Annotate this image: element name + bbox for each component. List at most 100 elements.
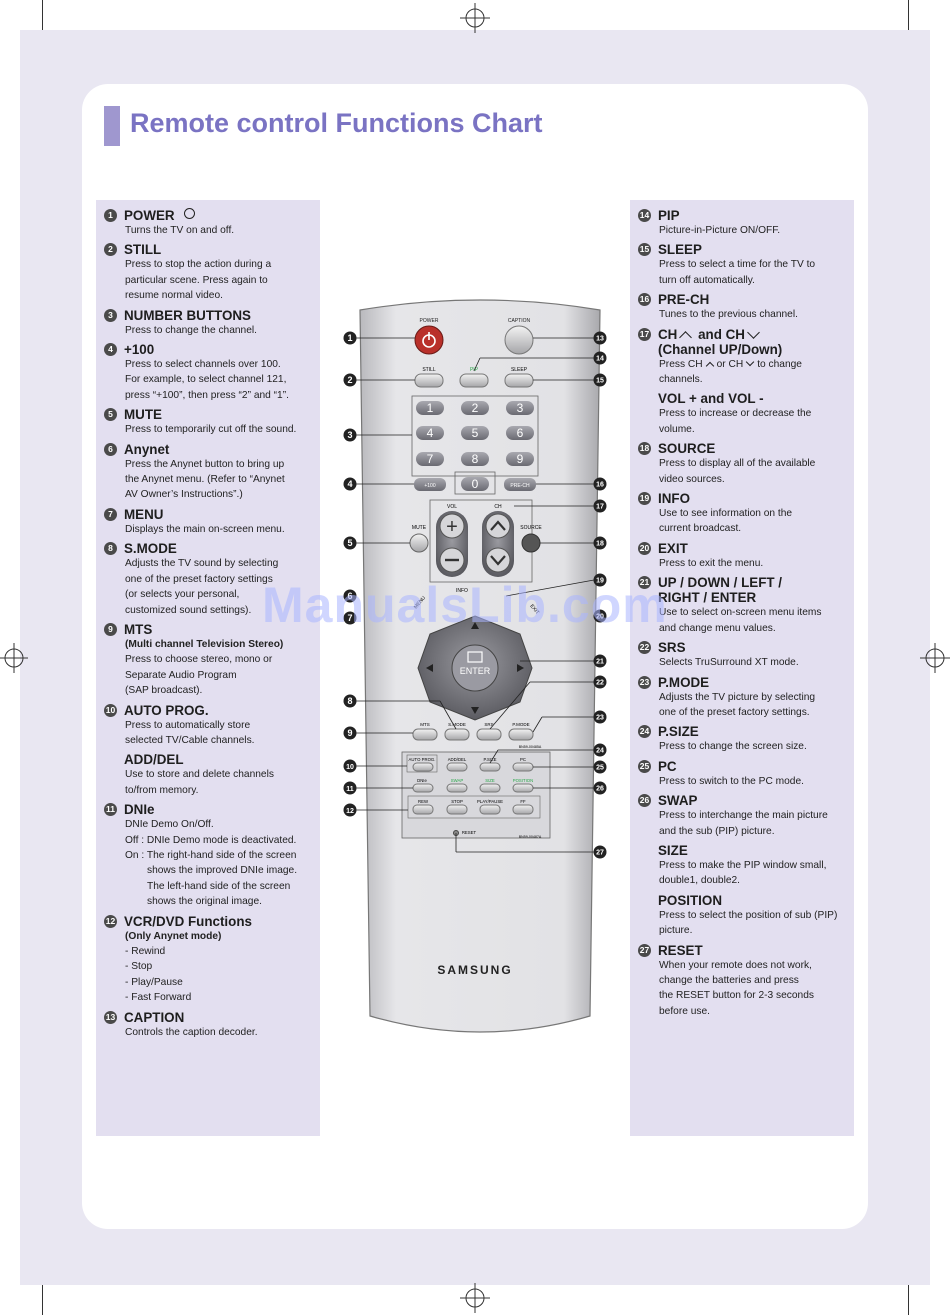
item-desc: On : The right-hand side of the screen bbox=[125, 848, 312, 863]
pip-button[interactable] bbox=[460, 374, 488, 387]
item-heading: PRE-CH bbox=[658, 292, 709, 307]
item-heading: VCR/DVD Functions bbox=[124, 914, 252, 929]
item-desc: DNIe Demo On/Off. bbox=[125, 817, 312, 832]
item-desc: Use to see information on the bbox=[659, 506, 846, 521]
item-heading: and CH bbox=[698, 327, 745, 342]
autoprog-label: AUTO PROG. bbox=[409, 757, 436, 762]
item-heading: ADD/DEL bbox=[124, 752, 184, 767]
mute-button[interactable] bbox=[410, 534, 428, 552]
registration-mark bbox=[460, 3, 490, 33]
item-desc: - Play/Pause bbox=[125, 975, 312, 990]
item-desc: Controls the caption decoder. bbox=[125, 1025, 312, 1040]
callout-number: 25 bbox=[596, 765, 604, 772]
prech-label: PRE-CH bbox=[510, 483, 530, 489]
item-heading: POSITION bbox=[658, 893, 722, 908]
pmode-label: P.MODE bbox=[512, 722, 529, 727]
mts-label: MTS bbox=[420, 722, 430, 727]
entry-ch-up-down: 17CH and CH (Channel UP/Down) Press CHor… bbox=[638, 327, 846, 388]
stop-button[interactable] bbox=[447, 805, 467, 814]
pc-label: PC bbox=[520, 757, 526, 762]
item-heading: SLEEP bbox=[658, 242, 702, 257]
item-number: 8 bbox=[104, 542, 117, 555]
power-label: POWER bbox=[420, 318, 439, 324]
callout-number: 23 bbox=[596, 715, 604, 722]
reset-label: RESET bbox=[462, 830, 477, 835]
entry-source: 18SOURCE Press to display all of the ava… bbox=[638, 441, 846, 487]
still-label: STILL bbox=[422, 367, 436, 373]
item-heading: MENU bbox=[124, 507, 163, 522]
pmode-button[interactable] bbox=[509, 729, 533, 740]
entry-plus100: 4+100 Press to select channels over 100.… bbox=[104, 342, 312, 403]
sleep-button[interactable] bbox=[505, 374, 533, 387]
item-desc: Press to interchange the main picture bbox=[659, 808, 846, 823]
callout-number: 15 bbox=[596, 378, 604, 385]
item-desc: For example, to select channel 121, bbox=[125, 372, 312, 387]
item-heading: S.MODE bbox=[124, 541, 177, 556]
item-number: 15 bbox=[638, 243, 651, 256]
item-desc: Use to store and delete channels bbox=[125, 767, 312, 782]
item-desc: Press to select a time for the TV to bbox=[659, 257, 846, 272]
chevron-down-icon bbox=[747, 326, 760, 339]
entry-reset: 27RESET When your remote does not work, … bbox=[638, 943, 846, 1020]
item-desc: selected TV/Cable channels. bbox=[125, 733, 312, 748]
item-heading: EXIT bbox=[658, 541, 688, 556]
digit-label: 7 bbox=[427, 452, 434, 466]
item-heading: +100 bbox=[124, 342, 154, 357]
item-desc: Turns the TV on and off. bbox=[125, 223, 312, 238]
item-number: 19 bbox=[638, 492, 651, 505]
mts-button[interactable] bbox=[413, 729, 437, 740]
psize-label: P.SIZE bbox=[483, 757, 496, 762]
item-number: 3 bbox=[104, 309, 117, 322]
rew-button[interactable] bbox=[413, 805, 433, 814]
entry-navigation: 21UP / DOWN / LEFT / RIGHT / ENTER Use t… bbox=[638, 575, 846, 636]
item-desc: shows the original image. bbox=[147, 894, 312, 909]
item-desc: Press to stop the action during a bbox=[125, 257, 312, 272]
entry-exit: 20EXIT Press to exit the menu. bbox=[638, 541, 846, 571]
smode-label: S.MODE bbox=[448, 722, 466, 727]
pc-button[interactable] bbox=[513, 763, 533, 771]
callout-number: 2 bbox=[347, 375, 352, 385]
item-desc: Press the Anynet button to bring up bbox=[125, 457, 312, 472]
srs-button[interactable] bbox=[477, 729, 501, 740]
caption-button[interactable] bbox=[505, 326, 533, 354]
still-button[interactable] bbox=[415, 374, 443, 387]
smode-button[interactable] bbox=[445, 729, 469, 740]
playpause-button[interactable] bbox=[480, 805, 500, 814]
item-desc: Picture-in-Picture ON/OFF. bbox=[659, 223, 846, 238]
swap-button[interactable] bbox=[447, 784, 467, 792]
item-heading: CAPTION bbox=[124, 1010, 184, 1025]
item-desc: turn off automatically. bbox=[659, 273, 846, 288]
item-desc: Press to exit the menu. bbox=[659, 556, 846, 571]
psize-button[interactable] bbox=[480, 763, 500, 771]
vol-label: VOL bbox=[447, 504, 457, 510]
ff-button[interactable] bbox=[513, 805, 533, 814]
source-button[interactable] bbox=[522, 534, 540, 552]
item-desc: to change bbox=[757, 359, 802, 370]
entry-pc: 25PC Press to switch to the PC mode. bbox=[638, 759, 846, 789]
item-number: 12 bbox=[104, 915, 117, 928]
position-button[interactable] bbox=[513, 784, 533, 792]
item-desc: shows the improved DNIe image. bbox=[147, 863, 312, 878]
callout-number: 26 bbox=[596, 786, 604, 793]
callout-number: 12 bbox=[346, 808, 354, 815]
dnie-button[interactable] bbox=[413, 784, 433, 792]
dnie-label: DNIe bbox=[417, 778, 427, 783]
playpause-label: PLAY/PAUSE bbox=[477, 799, 503, 804]
item-desc: Press CH bbox=[659, 359, 703, 370]
item-desc: one of the preset factory settings. bbox=[659, 705, 846, 720]
item-number: 10 bbox=[104, 704, 117, 717]
item-heading: P.MODE bbox=[658, 675, 709, 690]
autoprog-button[interactable] bbox=[413, 763, 433, 771]
right-function-list: 14PIP Picture-in-Picture ON/OFF. 15SLEEP… bbox=[630, 200, 854, 1136]
entry-size: SIZE Press to make the PIP window small,… bbox=[638, 843, 846, 889]
item-heading: MUTE bbox=[124, 407, 162, 422]
adddel-button[interactable] bbox=[447, 763, 467, 771]
size-button[interactable] bbox=[480, 784, 500, 792]
item-desc: The left-hand side of the screen bbox=[147, 879, 312, 894]
callout-number: 1 bbox=[347, 333, 352, 343]
